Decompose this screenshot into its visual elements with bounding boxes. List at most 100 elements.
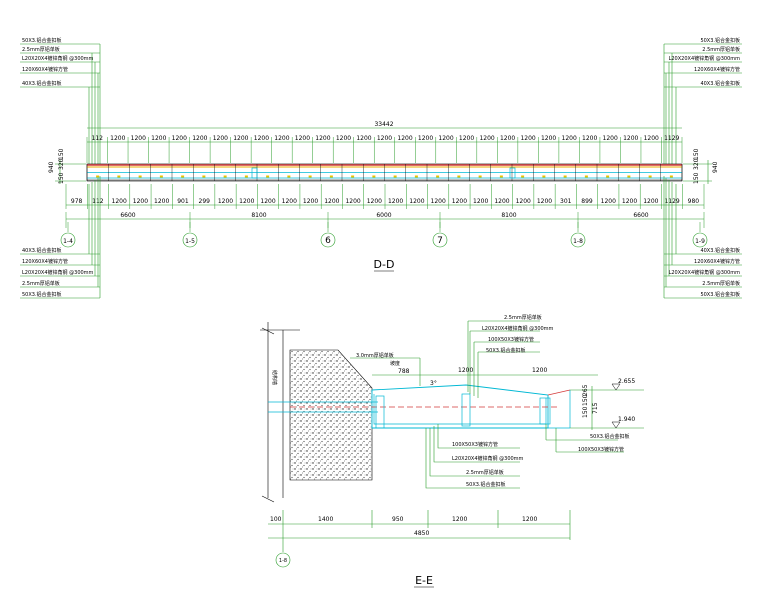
label: L20X20X4镀锌角钢 @300mm (452, 455, 524, 462)
vert-dim: 150 (582, 394, 589, 406)
label: 坡度 (390, 360, 400, 367)
vert-dim: 715 (592, 402, 599, 414)
label: 120X60X4镀锌方管 (694, 258, 740, 265)
wall-label: 结构墙 (271, 370, 278, 385)
marker (138, 175, 142, 178)
dim-text: 1200 (260, 198, 275, 205)
dim-text: 1129 (664, 135, 679, 142)
span-text: 6600 (633, 212, 648, 219)
vert-dim: 150 (582, 406, 589, 418)
label: L20X20X4镀锌角钢 @300mm (482, 325, 554, 332)
marker (393, 175, 397, 178)
dim-text: 1200 (582, 135, 597, 142)
dim-text: 1200 (110, 135, 125, 142)
label: 50X3.铝合金扣板 (700, 37, 740, 44)
dim: 1200 (452, 516, 467, 523)
dim-text: 1200 (133, 198, 148, 205)
marker (308, 175, 312, 178)
height-dim: 940 (712, 161, 719, 173)
label: 50X3.铝合金扣板 (486, 347, 526, 354)
concrete-wall (289, 349, 373, 481)
dim-text: 1200 (112, 198, 127, 205)
dim-text: 1200 (473, 198, 488, 205)
axis-label: 1-4 (63, 238, 73, 245)
side-dim: 150 (693, 172, 700, 184)
canopy-ribs (86, 164, 683, 181)
label: 2.5mm厚铝单板 (504, 314, 542, 321)
marker (351, 175, 355, 178)
angle: 3° (430, 380, 437, 387)
label: 120X60X4镀锌方管 (22, 258, 68, 265)
canopy-elevation (86, 163, 683, 182)
label: L20X20X4镀锌角钢 @300mm (22, 269, 94, 276)
label: L20X20X4镀锌角钢 @300mm (22, 55, 94, 62)
label: 50X3.铝合金扣板 (22, 37, 62, 44)
marker (563, 175, 567, 178)
dim-text: 1200 (324, 198, 339, 205)
level-top: 2.655 (618, 378, 635, 385)
left-bottom-labels: 40X3.铝合金扣板 120X60X4镀锌方管 L20X20X4镀锌角钢 @30… (22, 247, 94, 298)
side-dim: 150 (58, 172, 65, 184)
dim-text: 1200 (431, 198, 446, 205)
dim-text: 1200 (233, 135, 248, 142)
dim-text: 899 (581, 198, 593, 205)
dim-text: 1200 (356, 135, 371, 142)
label: 2.5mm厚铝单板 (22, 280, 60, 287)
section-title: D-D (374, 258, 395, 271)
dim-text: 1200 (274, 135, 289, 142)
dim-text: 1200 (151, 135, 166, 142)
marker (521, 175, 525, 178)
label: 50X3.铝合金扣板 (466, 481, 506, 488)
dim-text: 1200 (154, 198, 169, 205)
marker (648, 175, 652, 178)
span-text: 6600 (120, 212, 135, 219)
section-ee: 结构墙 2. (260, 314, 644, 588)
label: 2.5mm厚铝单板 (702, 280, 740, 287)
axis-label: 6 (325, 236, 331, 246)
label: 100X50X3镀锌方管 (578, 446, 624, 453)
label: 120X60X4镀锌方管 (22, 66, 68, 73)
marker (499, 175, 503, 178)
axis-label: 1-5 (185, 238, 195, 245)
axis-bubble (692, 232, 708, 248)
marker (96, 175, 100, 178)
side-dim: 150 (693, 148, 700, 160)
axis-label: 1-9 (695, 238, 705, 245)
dim: 1200 (458, 367, 473, 374)
dim-text: 1200 (541, 135, 556, 142)
side-dim: 150 (58, 148, 65, 160)
dim-text: 1200 (516, 198, 531, 205)
span-text: 8100 (501, 212, 516, 219)
axis-label: 7 (437, 236, 443, 246)
axis-bubble (60, 232, 76, 248)
side-dim: 320 (693, 158, 700, 170)
label: 50X3.铝合金扣板 (22, 291, 62, 298)
marker (436, 175, 440, 178)
axis-bubble (182, 232, 198, 248)
marker (117, 175, 121, 178)
overall-dim: 4850 (414, 530, 429, 537)
dim-text: 1200 (520, 135, 535, 142)
marker (372, 175, 376, 178)
label: L20X20X4镀锌角钢 @300mm (669, 55, 741, 62)
dim-text: 1200 (537, 198, 552, 205)
dim: 950 (392, 516, 404, 523)
dim: 1200 (522, 516, 537, 523)
section-dd: 50X3.铝合金扣板 2.5mm厚铝单板 L20X20X4镀锌角钢 @300mm… (20, 37, 742, 299)
dim-text: 978 (71, 198, 83, 205)
label: 100X50X3镀锌方管 (452, 441, 498, 448)
dim-text: 1200 (644, 135, 659, 142)
right-bottom-leaders (663, 176, 742, 299)
marker (223, 175, 227, 178)
marker (478, 175, 482, 178)
dim-text: 1200 (377, 135, 392, 142)
marker (457, 175, 461, 178)
label: L20X20X4镀锌角钢 @300mm (669, 269, 741, 276)
dim-text: 1200 (367, 198, 382, 205)
dim-text: 1200 (459, 135, 474, 142)
dim-text: 1200 (397, 135, 412, 142)
